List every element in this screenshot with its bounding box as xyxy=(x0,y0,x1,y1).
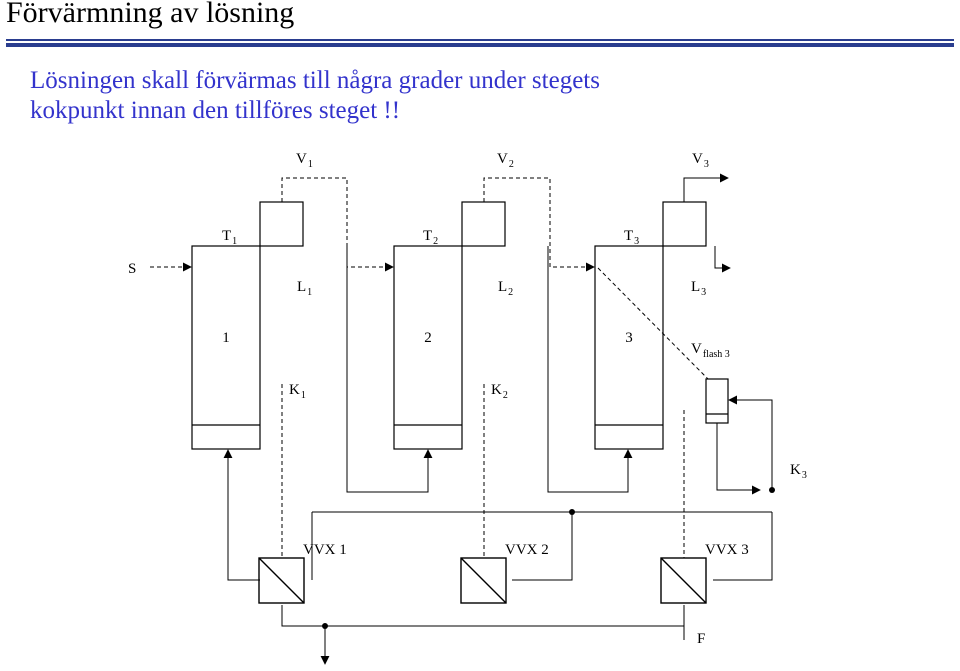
label-vflash: Vflash 3 xyxy=(691,341,730,360)
subtitle-line-1: Lösningen skall förvärmas till några gra… xyxy=(30,67,600,94)
vapor-line-3 xyxy=(683,173,729,202)
transfer-line-1 xyxy=(346,246,433,493)
transfer-line-3 xyxy=(713,512,773,581)
junction-dot xyxy=(769,487,775,493)
title-rule-thick xyxy=(6,43,954,47)
title-rule-thin xyxy=(6,39,954,41)
heat-exchanger-1 xyxy=(258,557,305,604)
label-l2: L2 xyxy=(498,279,513,298)
flash-feed xyxy=(728,395,773,490)
stage-3-separator xyxy=(662,201,707,247)
heat-exchanger-3 xyxy=(660,557,707,604)
flash-tank xyxy=(705,378,729,424)
liquid-outlet-3 xyxy=(714,246,731,273)
label-v1: V1 xyxy=(296,151,313,170)
stage-2-separator xyxy=(461,201,506,247)
label-feed: F xyxy=(697,631,705,647)
label-stage-2: 2 xyxy=(424,330,432,346)
label-k1: K1 xyxy=(289,382,306,401)
label-t1: T1 xyxy=(222,228,237,247)
stage-1-evaporator xyxy=(191,201,304,450)
title-rule xyxy=(6,39,954,47)
label-vvx3: VVX 3 xyxy=(705,542,749,558)
flash-line xyxy=(597,267,709,380)
label-stage-3: 3 xyxy=(625,330,633,346)
junctions xyxy=(322,487,775,629)
stage-2-evaporator xyxy=(393,201,506,450)
feed-line-1 xyxy=(223,449,260,581)
stage-3-evaporator xyxy=(594,201,707,450)
subtitle: Lösningen skall förvärmas till några gra… xyxy=(30,66,730,126)
vapor-line-2 xyxy=(483,177,595,272)
label-l3: L3 xyxy=(691,279,706,298)
subtitle-line-2: kokpunkt innan den tillföres steget !! xyxy=(30,97,401,124)
slide-title: Förvärmning av lösning xyxy=(6,0,295,29)
label-t2: T2 xyxy=(423,228,438,247)
label-v3: V3 xyxy=(692,151,709,170)
heat-exchanger-2 xyxy=(460,557,507,604)
label-vvx2: VVX 2 xyxy=(505,542,549,558)
bottom-line xyxy=(281,605,685,627)
label-steam: S xyxy=(128,261,136,277)
junction-dot xyxy=(322,623,328,629)
flash-return xyxy=(716,423,761,495)
junction-dot xyxy=(569,509,575,515)
labels: V1 V2 V3 T1 T2 T3 S L1 L2 L3 1 2 3 Vflas… xyxy=(128,151,807,647)
label-v2: V2 xyxy=(497,151,514,170)
transfer-line-2 xyxy=(547,246,633,493)
stage-1-separator xyxy=(259,201,304,247)
vapor-line-1 xyxy=(281,177,394,272)
label-l1: L1 xyxy=(297,279,312,298)
label-k3: K3 xyxy=(790,462,807,481)
label-stage-1: 1 xyxy=(222,330,230,346)
label-vvx1: VVX 1 xyxy=(303,542,347,558)
label-t3: T3 xyxy=(624,228,639,247)
label-k2: K2 xyxy=(491,382,508,401)
feed-line-2 xyxy=(512,512,573,581)
